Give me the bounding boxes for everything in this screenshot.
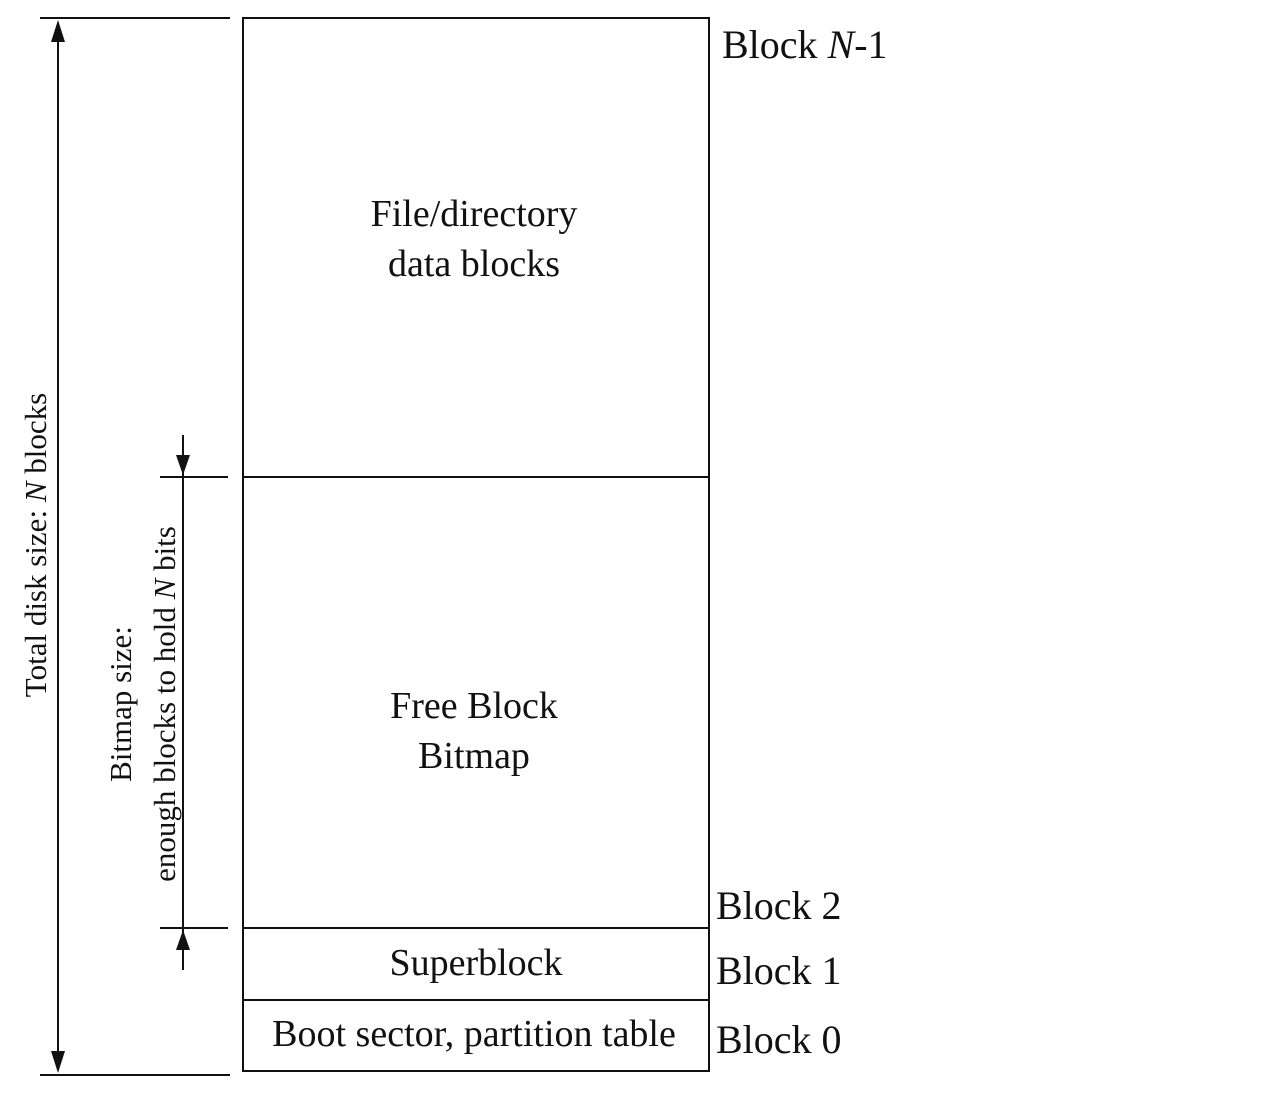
data-blocks-label-line2: data blocks: [388, 243, 560, 285]
block-2-label: Block 2: [716, 883, 842, 928]
boot-sector-label: Boot sector, partition table: [272, 1013, 676, 1055]
data-blocks-label-line1: File/directory: [371, 193, 578, 235]
bitmap-size-label-line2: enough blocks to hold N bits: [147, 526, 182, 882]
disk-column: [242, 17, 710, 1072]
superblock-label: Superblock: [389, 942, 562, 984]
total-size-label: Total disk size: N blocks: [18, 393, 53, 697]
bitmap-arrow-down: [176, 455, 190, 475]
total-size-dimension: [40, 17, 230, 1076]
total-arrow-up: [51, 20, 65, 42]
block-n-minus-1-label: Block N-1: [722, 22, 888, 67]
bitmap-size-dimension: [160, 435, 228, 970]
boot-region: [242, 999, 710, 1072]
bitmap-arrow-up: [176, 930, 190, 950]
block-0-label: Block 0: [716, 1017, 842, 1062]
total-arrow-down: [51, 1051, 65, 1073]
bitmap-label-line2: Bitmap: [418, 735, 530, 777]
block-1-label: Block 1: [716, 948, 842, 993]
bitmap-size-label-line1: Bitmap size:: [103, 626, 138, 782]
bitmap-label-line1: Free Block: [390, 685, 558, 727]
